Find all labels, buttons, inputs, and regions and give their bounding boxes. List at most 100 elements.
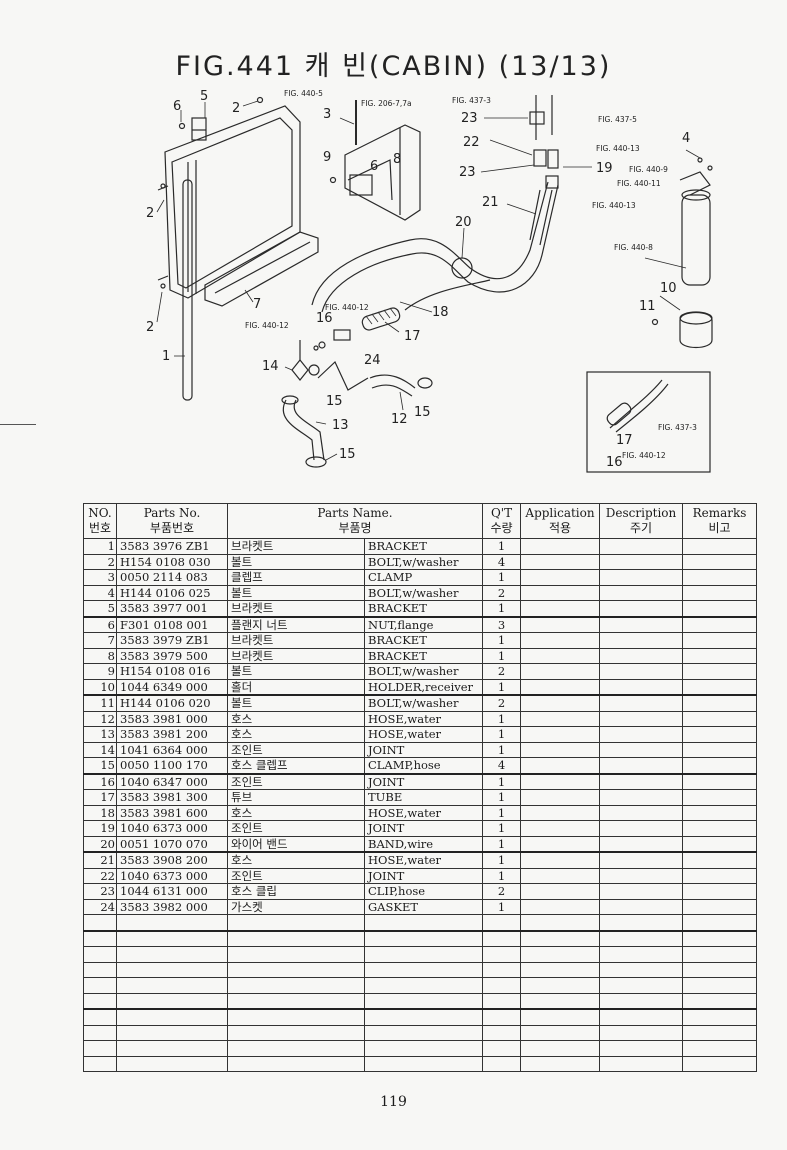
table-cell: 3583 3908 200 (116, 851, 228, 869)
table-cell (599, 851, 684, 869)
condenser-frame (157, 105, 301, 401)
table-cell: 호스 클렙프 (227, 757, 365, 774)
table-cell (520, 538, 601, 555)
table-cell: 24 (83, 898, 117, 915)
callout-9: 9 (323, 150, 331, 165)
table-cell (682, 851, 758, 869)
callout-17: 17 (404, 329, 421, 344)
table-cell (682, 1024, 758, 1041)
table-cell (599, 883, 684, 900)
table-cell: 1 (482, 569, 522, 586)
table-cell (520, 867, 601, 884)
table-cell (682, 1055, 758, 1072)
detail-tube (606, 379, 669, 433)
table-cell (520, 929, 601, 947)
table-cell (482, 929, 522, 947)
table-cell: BOLT,w/washer (363, 553, 484, 570)
table-cell: 튜브 (227, 789, 365, 806)
callout-2: 2 (146, 320, 154, 335)
table-cell (520, 741, 601, 758)
table-cell (116, 914, 228, 931)
table-cell: 0050 2114 083 (116, 569, 228, 586)
table-cell (682, 553, 758, 570)
table-cell: NUT,flange (363, 615, 484, 633)
table-cell (682, 584, 758, 601)
table-cell (682, 632, 758, 649)
table-cell: CLAMP,hose (363, 757, 484, 774)
table-cell (520, 992, 601, 1010)
table-cell (682, 678, 758, 696)
table-cell (83, 1040, 117, 1057)
table-cell: HOSE,water (363, 726, 484, 743)
table-cell: 조인트 (227, 741, 365, 758)
table-cell (116, 946, 228, 963)
table-cell (682, 726, 758, 743)
table-row-empty (83, 961, 758, 978)
table-cell (520, 584, 601, 601)
table-cell (599, 820, 684, 837)
table-cell: HOLDER,receiver (363, 678, 484, 696)
callout-19: 19 (596, 161, 613, 176)
table-cell (599, 632, 684, 649)
table-cell (363, 1040, 484, 1057)
table-cell (599, 1055, 684, 1072)
table-cell (520, 569, 601, 586)
table-cell (520, 726, 601, 743)
table-cell: JOINT (363, 867, 484, 884)
table-cell (599, 647, 684, 664)
table-cell: BRACKET (363, 538, 484, 555)
table-cell: 3583 3981 300 (116, 789, 228, 806)
table-cell (682, 757, 758, 774)
table-cell: H144 0106 025 (116, 584, 228, 601)
callout-5: 5 (200, 89, 208, 104)
hose-21 (529, 95, 553, 246)
table-cell (520, 632, 601, 649)
table-cell: 볼트 (227, 553, 365, 570)
table-row-empty (83, 929, 758, 947)
table-cell (682, 898, 758, 915)
fig-ref: FIG. 440-13 (592, 201, 636, 210)
table-cell (599, 584, 684, 601)
table-cell: 3583 3981 000 (116, 710, 228, 727)
table-cell: 13 (83, 726, 117, 743)
table-cell (116, 1040, 228, 1057)
table-cell: 3583 3977 001 (116, 600, 228, 617)
table-cell (682, 647, 758, 664)
callout-23: 23 (459, 165, 476, 180)
table-cell (520, 678, 601, 696)
callout-16-detail: 16 (606, 455, 623, 470)
table-cell: F301 0108 001 (116, 615, 228, 633)
bolt-9 (329, 176, 337, 184)
table-cell (682, 946, 758, 963)
table-cell: 14 (83, 741, 117, 758)
table-cell (682, 694, 758, 712)
table-cell (682, 992, 758, 1010)
table-cell: 1 (83, 538, 117, 555)
table-cell (682, 977, 758, 994)
table-cell (682, 615, 758, 633)
callout-6: 6 (173, 99, 181, 114)
table-cell (599, 553, 684, 570)
table-cell (520, 820, 601, 837)
table-row-empty (83, 1024, 758, 1041)
table-cell (682, 663, 758, 680)
table-row-empty (83, 992, 758, 1010)
table-cell: 가스켓 (227, 898, 365, 915)
table-cell: 1 (482, 710, 522, 727)
table-cell: 1 (482, 647, 522, 664)
table-row-empty (83, 914, 758, 931)
table-cell (520, 851, 601, 869)
table-cell (363, 1024, 484, 1041)
table-cell (83, 929, 117, 947)
margin-mark (0, 424, 36, 425)
table-cell (599, 678, 684, 696)
callout-17-detail: 17 (616, 433, 633, 448)
